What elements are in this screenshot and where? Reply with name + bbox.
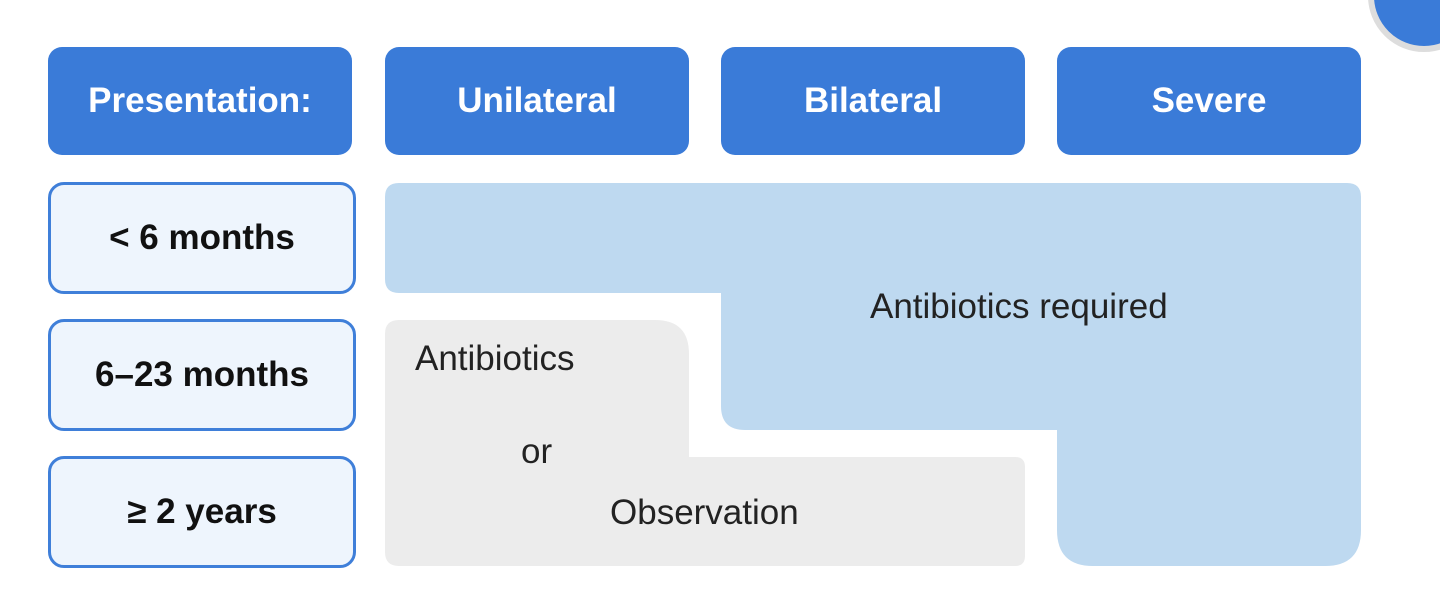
antibiotics-or-observation-region (385, 320, 1025, 566)
option-antibiotics-label: Antibiotics (415, 339, 575, 378)
option-or-label: or (521, 432, 553, 471)
antibiotics-required-label: Antibiotics required (870, 287, 1168, 326)
header-presentation: Presentation: (48, 47, 352, 155)
row-6-23-months: 6–23 months (48, 319, 356, 431)
option-observation-label: Observation (610, 493, 799, 532)
antibiotics-required-region (385, 183, 1361, 566)
header-unilateral: Unilateral (385, 47, 689, 155)
row-2-years-plus: ≥ 2 years (48, 456, 356, 568)
header-severe: Severe (1057, 47, 1361, 155)
header-bilateral: Bilateral (721, 47, 1025, 155)
row-under-6-months: < 6 months (48, 182, 356, 294)
